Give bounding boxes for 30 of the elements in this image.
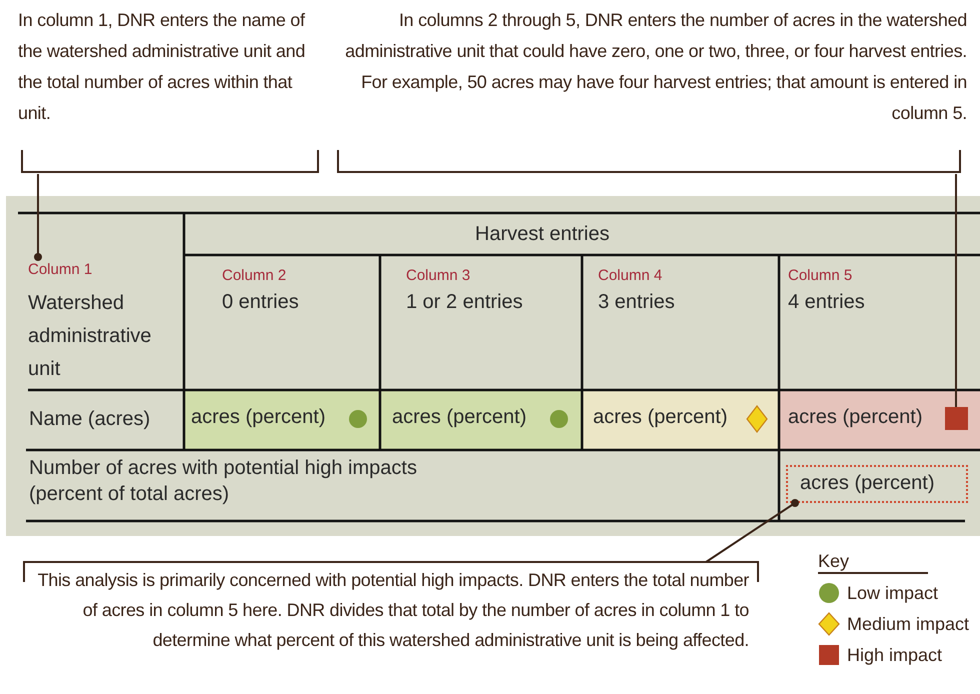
square-icon	[945, 407, 968, 430]
cell-text: acres (percent)	[191, 405, 326, 430]
header-text: 3 entries	[598, 290, 675, 315]
cell-text: acres (percent)	[788, 405, 922, 430]
cell-text: acres (percent)	[392, 405, 526, 430]
leader-line	[955, 174, 957, 407]
column-label: Column 2	[222, 266, 286, 286]
column-label: Column 3	[406, 266, 470, 286]
callout-text: In columns 2 through 5, DNR enters the number of acres in the watershed administrative unit that could have zero, one or two, three, or four harvest entries. For example, 50 acres may have four harvest entries; that amount is entered in column 5.	[336, 5, 967, 174]
leader-line	[705, 499, 799, 563]
leader-line	[34, 174, 42, 261]
column-label: Column 4	[598, 266, 662, 286]
column-label: Column 1	[28, 260, 94, 280]
callout-text: This analysis is primarily concerned with potential high impacts. DNR enters the total number of acres in column 5 here. DNR divides that total by the number of acres in column 1 to determine what percent of this watershed administrative unit is being affected.	[22, 562, 749, 694]
row-label: Number of acres with potential high impacts (percent of total acres)	[29, 456, 418, 507]
cell-text: acres (percent)	[593, 405, 728, 430]
legend-text: Medium impact	[847, 613, 970, 636]
header-text: 4 entries	[788, 290, 865, 315]
row-label: Name (acres)	[29, 407, 150, 432]
legend-text: High impact	[847, 644, 942, 667]
callout-text: In column 1, DNR enters the name of the watershed administrative unit and the total number of acres within that unit.	[18, 5, 322, 174]
header-text: Watershed administrative unit	[28, 291, 152, 382]
key-title: Key	[818, 550, 928, 574]
column-label: Column 5	[788, 266, 852, 286]
header-text: 0 entries	[222, 290, 299, 315]
cell-text: acres (percent)	[800, 471, 934, 496]
heading-text: Harvest entries	[475, 222, 610, 247]
legend-text: Low impact	[847, 582, 938, 605]
dotted-box	[786, 465, 968, 503]
header-text: 1 or 2 entries	[406, 290, 523, 315]
